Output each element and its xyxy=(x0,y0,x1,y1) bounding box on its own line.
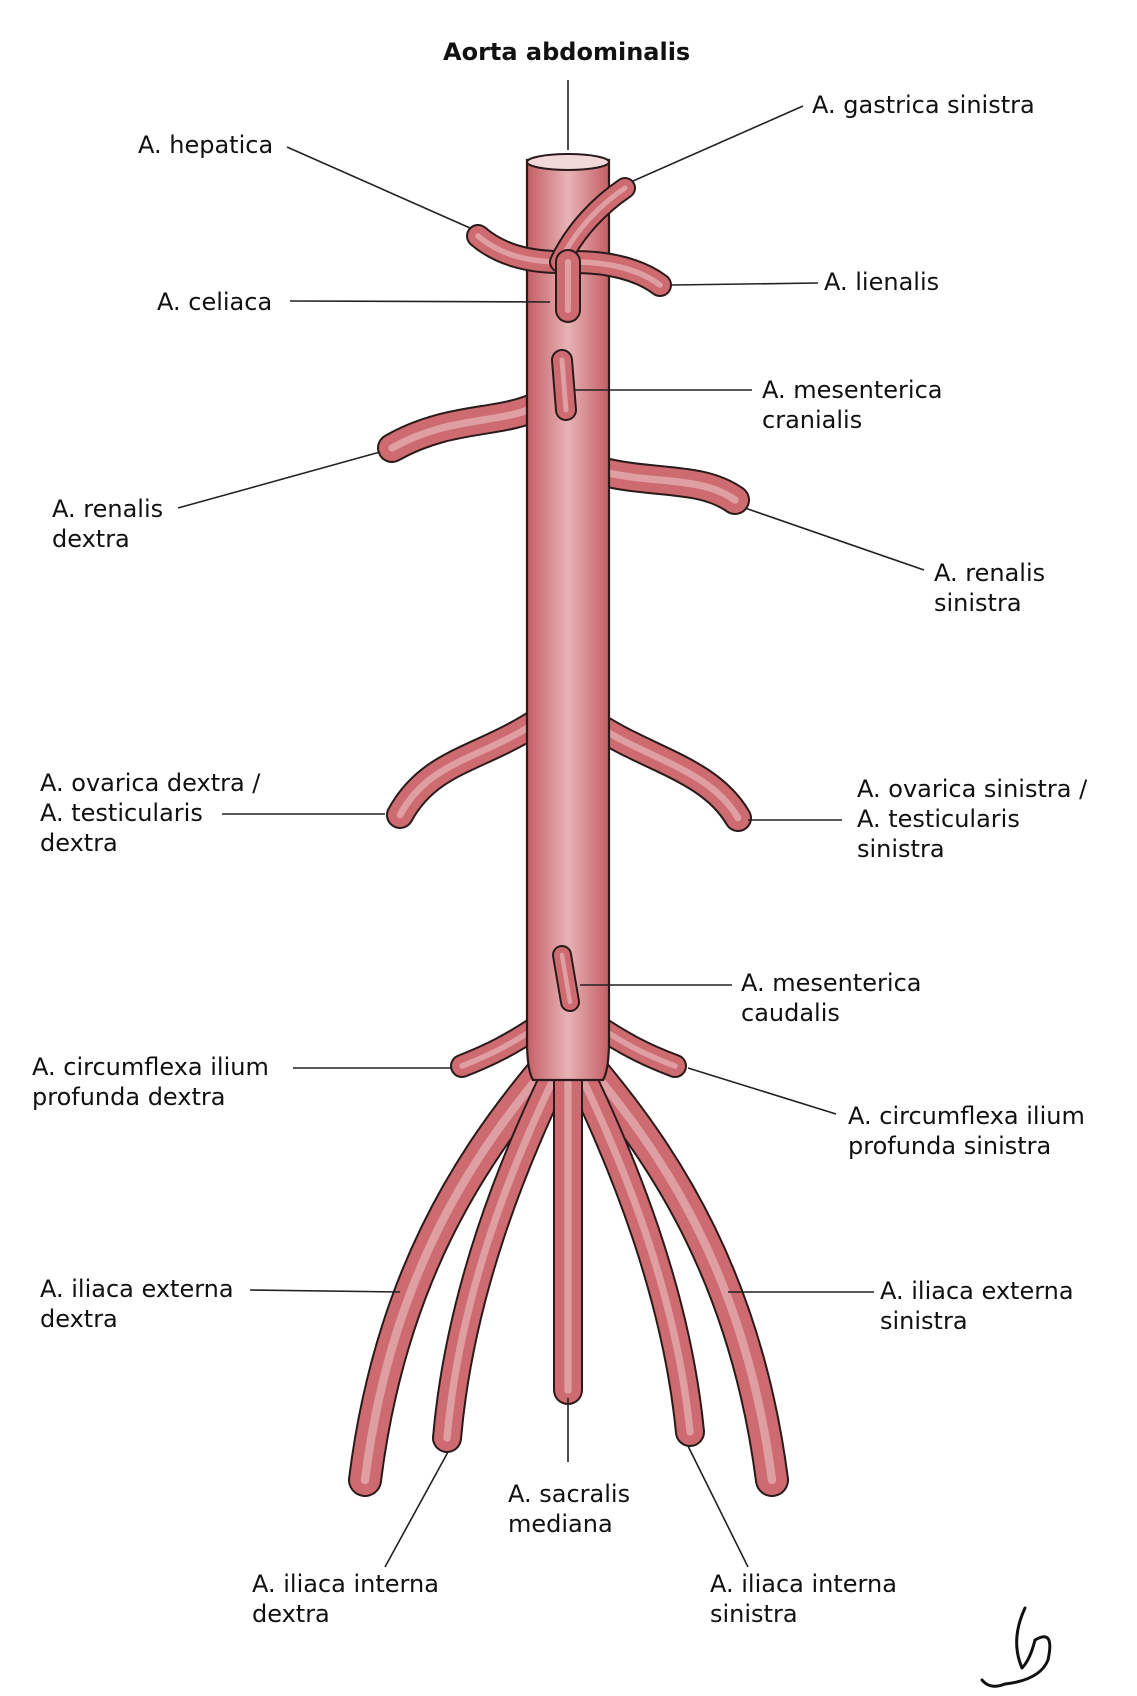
label-sacralis-mediana: A. sacralis mediana xyxy=(508,1480,631,1538)
label-mesenterica-cranialis: A. mesenterica cranialis xyxy=(762,376,943,434)
vessel-iliaca-externa-dextra xyxy=(348,1058,557,1497)
leader-celiaca xyxy=(289,300,551,303)
label-aorta-abdominalis: Aorta abdominalis xyxy=(443,38,691,66)
label-renalis-sinistra: A. renalis sinistra xyxy=(934,559,1046,617)
label-circumflexa-sinistra: A. circumflexa ilium profunda sinistra xyxy=(848,1102,1085,1160)
vessel-mesenterica-cranialis xyxy=(551,349,577,421)
vessel-lienalis-highlight xyxy=(572,259,663,288)
label-gastrica-sinistra: A. gastrica sinistra xyxy=(812,91,1035,119)
leader-iliaca-externa-dextra xyxy=(249,1289,401,1293)
leader-iliaca-interna-dextra xyxy=(384,1451,449,1568)
label-iliaca-interna-dextra: A. iliaca interna dextra xyxy=(252,1570,439,1628)
leader-circumflexa-sinistra xyxy=(687,1067,837,1115)
label-iliaca-externa-sinistra: A. iliaca externa sinistra xyxy=(880,1277,1074,1335)
artist-signature xyxy=(980,1606,1052,1688)
label-lienalis: A. lienalis xyxy=(824,268,940,296)
vessel-iliaca-externa-sinistra xyxy=(579,1058,789,1497)
vessel-branches xyxy=(348,390,789,1497)
vessel-iliaca-interna-sinistra-highlight xyxy=(579,1076,694,1436)
vessel-renalis-sinistra-highlight xyxy=(592,466,739,504)
label-celiaca: A. celiaca xyxy=(157,288,273,316)
vessel-iliaca-externa-dextra-highlight xyxy=(360,1070,545,1485)
vessel-renalis-dextra xyxy=(377,390,555,463)
label-iliaca-externa-dextra: A. iliaca externa dextra xyxy=(40,1275,234,1333)
vessel-branches-front xyxy=(466,177,672,1012)
label-renalis-dextra: A. renalis dextra xyxy=(52,495,164,553)
vessel-renalis-sinistra xyxy=(581,455,750,515)
label-ovarica-dextra: A. ovarica dextra / A. testicularis dext… xyxy=(40,769,261,857)
vessel-ovarica-sinistra-highlight xyxy=(592,721,742,822)
vessel-mesenterica-caudalis xyxy=(552,945,580,1012)
label-ovarica-sinistra: A. ovarica sinistra / A. testicularis si… xyxy=(857,775,1088,863)
vessel-iliaca-interna-dextra-highlight xyxy=(443,1076,557,1442)
leader-iliaca-interna-sinistra xyxy=(687,1445,749,1568)
leader-lienalis xyxy=(671,282,819,286)
leader-lines xyxy=(177,80,925,1568)
leader-gastrica-sinistra xyxy=(632,105,804,182)
label-circumflexa-dextra: A. circumflexa ilium profunda dextra xyxy=(32,1053,269,1111)
label-iliaca-interna-sinistra: A. iliaca interna sinistra xyxy=(710,1570,897,1628)
vessel-renalis-dextra-highlight xyxy=(388,401,544,452)
vessel-mesenterica-caudalis-highlight xyxy=(559,952,573,1005)
vessel-ovarica-sinistra xyxy=(582,711,752,832)
vessel-iliaca-interna-dextra xyxy=(432,1065,568,1453)
label-hepatica: A. hepatica xyxy=(138,131,274,159)
vessel-lienalis xyxy=(563,250,672,297)
vessel-mesenterica-cranialis-highlight xyxy=(559,357,569,413)
vessel-iliaca-interna-sinistra xyxy=(568,1065,705,1447)
aorta-top-opening xyxy=(526,153,610,171)
leader-renalis-dextra xyxy=(177,451,381,509)
vessel-ovarica-dextra-highlight xyxy=(396,716,544,819)
leader-renalis-sinistra xyxy=(744,507,925,571)
label-mesenterica-caudalis: A. mesenterica caudalis xyxy=(741,969,922,1027)
vessel-iliaca-externa-sinistra-highlight xyxy=(591,1070,777,1485)
vessel-ovarica-dextra xyxy=(386,706,554,829)
leader-hepatica xyxy=(286,146,471,229)
